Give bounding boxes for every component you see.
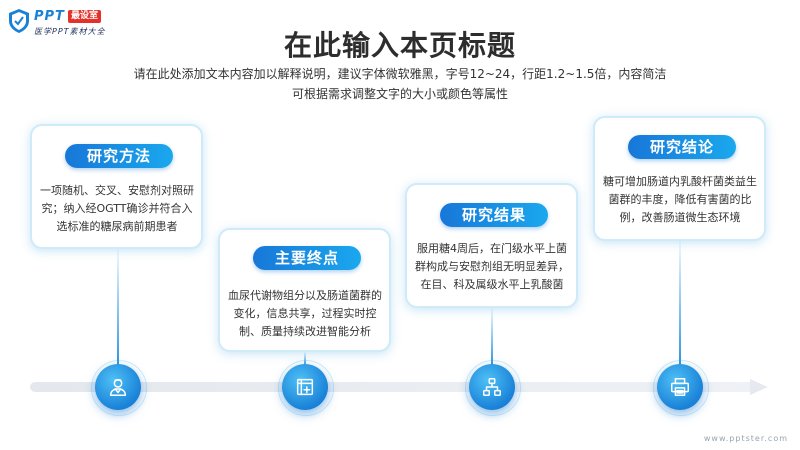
- card-tag: 研究结论: [628, 135, 736, 159]
- hierarchy-icon: [465, 360, 521, 416]
- card-text: 血尿代谢物组分以及肠道菌群的变化，信息共享，过程实时控制、质量持续改进智能分析: [228, 289, 382, 338]
- timeline-bar: [30, 382, 756, 392]
- connector-line-3: [491, 308, 493, 366]
- logo-subtitle: 医学PPT素材大全: [34, 27, 106, 36]
- page-title: 在此输入本页标题: [283, 29, 516, 62]
- doctor-icon: [91, 360, 147, 416]
- connector-line-2: [304, 352, 306, 366]
- card-tag: 研究方法: [65, 144, 173, 168]
- card-text: 糖可增加肠道内乳酸杆菌类益生菌群的丰度，降低有害菌的比例，改善肠道微生态环境: [603, 175, 757, 224]
- card-primary-endpoint: 主要终点 血尿代谢物组分以及肠道菌群的变化，信息共享，过程实时控制、质量持续改进…: [218, 228, 391, 352]
- timeline-arrow-icon: [750, 379, 768, 395]
- logo-badge: 最设室: [67, 9, 101, 23]
- card-tag: 主要终点: [253, 246, 361, 270]
- card-text: 服用糖4周后，在门级水平上菌群构成与安慰剂组无明显差异，在目、科及属级水平上乳酸…: [415, 242, 569, 291]
- connector-line-1: [117, 249, 119, 365]
- card-tag: 研究结果: [440, 203, 548, 227]
- card-research-conclusion: 研究结论 糖可增加肠道内乳酸杆菌类益生菌群的丰度，降低有害菌的比例，改善肠道微生…: [593, 116, 766, 241]
- watermark: www.pptster.com: [703, 434, 788, 443]
- card-text: 一项随机、交叉、安慰剂对照研究；纳入经OGTT确诊并符合入选标准的糖尿病前期患者: [40, 184, 194, 233]
- card-research-results: 研究结果 服用糖4周后，在门级水平上菌群构成与安慰剂组无明显差异，在目、科及属级…: [405, 183, 578, 308]
- logo-brand: PPT: [34, 8, 65, 24]
- printer-icon: [653, 360, 709, 416]
- connector-line-4: [679, 241, 681, 365]
- shield-logo-icon: [8, 8, 30, 34]
- card-research-method: 研究方法 一项随机、交叉、安慰剂对照研究；纳入经OGTT确诊并符合入选标准的糖尿…: [30, 124, 203, 249]
- chart-frame-icon: [278, 360, 334, 416]
- page-description-line2: 可根据需求调整文字的大小或颜色等属性: [291, 87, 508, 101]
- page-description-line1: 请在此处添加文本内容加以解释说明，建议字体微软雅黑，字号12~24，行距1.2~…: [133, 67, 667, 81]
- logo: PPT 最设室 医学PPT素材大全: [8, 8, 106, 42]
